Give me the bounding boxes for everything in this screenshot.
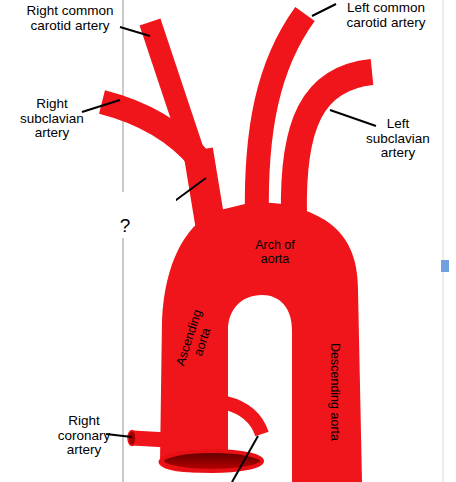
artery-label: Right common carotid artery xyxy=(20,4,120,33)
vessel-opening xyxy=(128,431,136,446)
left-subclavian-vessel xyxy=(294,72,372,215)
leader-line xyxy=(172,178,206,203)
panel-divider xyxy=(443,0,444,482)
leader-line xyxy=(82,100,120,112)
leader-line xyxy=(232,436,258,482)
artery-label: Left subclavian artery xyxy=(362,117,434,161)
leader-lines xyxy=(82,4,376,482)
left-coronary-vessel xyxy=(226,403,262,434)
leader-line xyxy=(120,27,150,36)
aorta-part-label: Descending aorta xyxy=(327,343,341,441)
artery-label: Right subclavian artery xyxy=(16,97,88,141)
leader-line xyxy=(330,110,376,126)
scroll-marker xyxy=(441,260,449,272)
artery-label: Left common carotid artery xyxy=(336,1,436,30)
panel-divider xyxy=(122,0,124,482)
right-carotid-vessel xyxy=(150,22,196,160)
question-mark: ? xyxy=(110,216,140,237)
artery-label: Right coronary artery xyxy=(48,414,120,458)
aorta-part-label: Arch of aorta xyxy=(247,239,303,266)
answer-mask xyxy=(108,192,176,238)
aortic-arch-body xyxy=(160,203,362,482)
leader-line xyxy=(312,4,336,16)
